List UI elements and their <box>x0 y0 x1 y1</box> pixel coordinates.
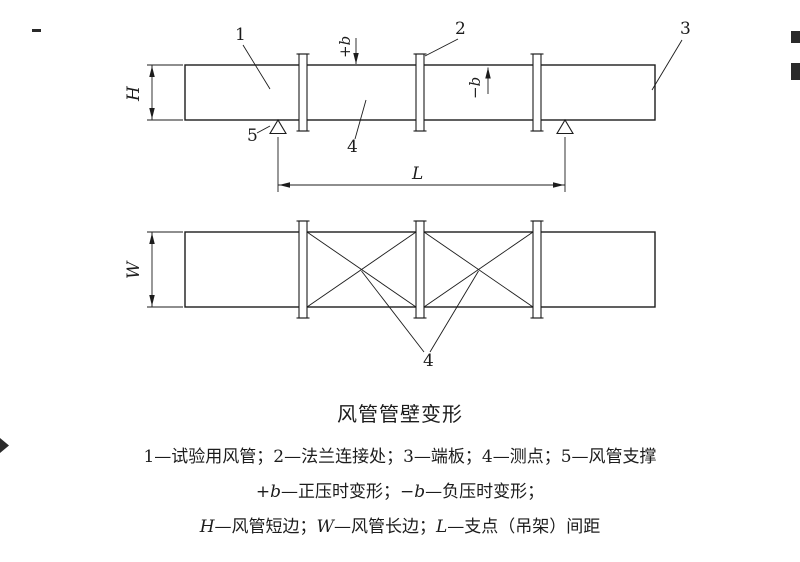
bottom-view <box>147 220 656 353</box>
leader-1 <box>242 44 271 90</box>
flange-3-top-view <box>530 53 544 132</box>
legend-b-negative: b <box>414 482 426 502</box>
callout-1-label: 1 <box>235 25 246 45</box>
flange-1-top-view <box>296 53 310 132</box>
callout-5-label: 5 <box>247 126 258 146</box>
support-triangle-right <box>556 118 574 135</box>
legend-H-text: —风管短边； <box>214 517 317 537</box>
minus-b-label: −b <box>466 77 484 99</box>
callout-leaders-top-view <box>242 38 683 140</box>
callout-4-bottom-label: 4 <box>423 351 434 371</box>
flange-2-bottom-view <box>413 220 427 319</box>
legend-W: W <box>316 517 334 537</box>
scan-artifact <box>791 63 800 80</box>
dimension-L <box>277 137 566 192</box>
legend-W-text: —风管长边； <box>334 517 436 537</box>
legend-positive-text: —正压时变形； <box>281 482 400 502</box>
dimension-H <box>147 64 183 121</box>
flange-2-top-view <box>413 53 427 132</box>
top-view <box>147 38 683 192</box>
duct-deformation-diagram: 1 2 3 4 5 4 H W L +b −b <box>124 19 691 371</box>
legend-L-text: —支点（吊架）间距 <box>447 517 601 537</box>
measure-point-cross-left <box>306 231 417 308</box>
figure-caption: 风管管壁变形 1—试验用风管；2—法兰连接处；3—端板；4—测点；5—风管支撑 … <box>0 400 800 545</box>
legend-line-1: 1—试验用风管；2—法兰连接处；3—端板；4—测点；5—风管支撑 <box>143 447 657 467</box>
support-triangle-left <box>269 118 287 135</box>
leader-5 <box>256 125 271 134</box>
callout-4-leaders <box>361 270 479 353</box>
legend-L: L <box>436 517 448 537</box>
legend-line-3: H—风管短边；W—风管长边；L—支点（吊架）间距 <box>0 510 800 545</box>
leader-3 <box>651 39 683 91</box>
dim-W-label: W <box>124 260 144 279</box>
legend-b-positive: b <box>270 482 281 502</box>
dim-L-label: L <box>411 164 423 184</box>
measure-point-cross-right <box>423 231 534 308</box>
callout-2-label: 2 <box>455 19 466 39</box>
leader-2 <box>424 38 459 57</box>
callout-3-label: 3 <box>680 19 691 39</box>
scan-artifact <box>0 438 9 453</box>
legend-negative-text: —负压时变形； <box>425 482 545 502</box>
legend-line-2: +b—正压时变形；−b—负压时变形； <box>0 475 800 510</box>
flange-3-bottom-view <box>530 220 544 319</box>
dimension-W <box>147 231 183 308</box>
figure-legend: 1—试验用风管；2—法兰连接处；3—端板；4—测点；5—风管支撑 +b—正压时变… <box>0 440 800 545</box>
legend-minus-sign: − <box>400 482 415 502</box>
scan-artifact <box>32 29 41 32</box>
figure-title: 风管管壁变形 <box>337 402 463 426</box>
callout-4-top-label: 4 <box>347 137 358 157</box>
dim-H-label: H <box>124 85 144 102</box>
legend-plus-sign: + <box>255 482 271 502</box>
scan-artifact <box>791 31 800 43</box>
leader-4-top <box>354 99 367 140</box>
flange-1-bottom-view <box>296 220 310 319</box>
legend-H: H <box>199 517 215 537</box>
plus-b-label: +b <box>336 36 354 58</box>
